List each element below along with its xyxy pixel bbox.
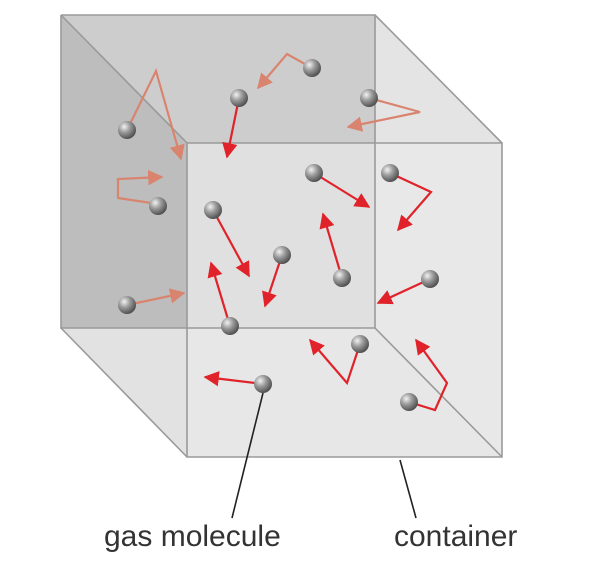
container-box — [60, 14, 503, 458]
path-arrow — [313, 172, 371, 208]
leader-lines — [231, 392, 417, 519]
molecule — [400, 393, 418, 411]
molecule — [421, 270, 439, 288]
molecule — [221, 317, 239, 335]
path-arrow — [408, 338, 449, 412]
molecule — [118, 296, 136, 314]
molecule — [230, 89, 248, 107]
gas-molecule-leader — [231, 392, 264, 519]
molecule-paths-behind — [116, 52, 421, 307]
molecule — [381, 164, 399, 182]
path-arrow — [308, 338, 362, 386]
container-label: container — [394, 520, 518, 553]
path-arrow — [346, 96, 421, 132]
path-arrow — [376, 278, 431, 305]
molecule — [273, 246, 291, 264]
molecule-paths-front — [203, 97, 449, 412]
molecule — [360, 89, 378, 107]
molecule — [204, 201, 222, 219]
path-arrow — [207, 261, 232, 327]
gas-molecule-label: gas molecule — [104, 520, 281, 553]
molecule — [303, 59, 321, 77]
molecule — [305, 164, 323, 182]
path-arrow — [389, 172, 433, 232]
molecule — [254, 375, 272, 393]
path-arrow — [203, 371, 264, 387]
path-arrow — [257, 52, 313, 90]
gas-molecules — [118, 59, 439, 411]
container-leader — [399, 459, 417, 519]
molecule — [118, 121, 136, 139]
path-arrow — [212, 209, 250, 278]
path-arrow — [222, 97, 241, 159]
molecule — [333, 269, 351, 287]
path-arrow — [116, 169, 164, 206]
molecule — [351, 335, 369, 353]
molecule — [149, 197, 167, 215]
path-arrow — [126, 67, 185, 161]
path-arrow — [319, 212, 344, 279]
box-edges — [60, 14, 503, 458]
path-arrow — [126, 288, 186, 307]
